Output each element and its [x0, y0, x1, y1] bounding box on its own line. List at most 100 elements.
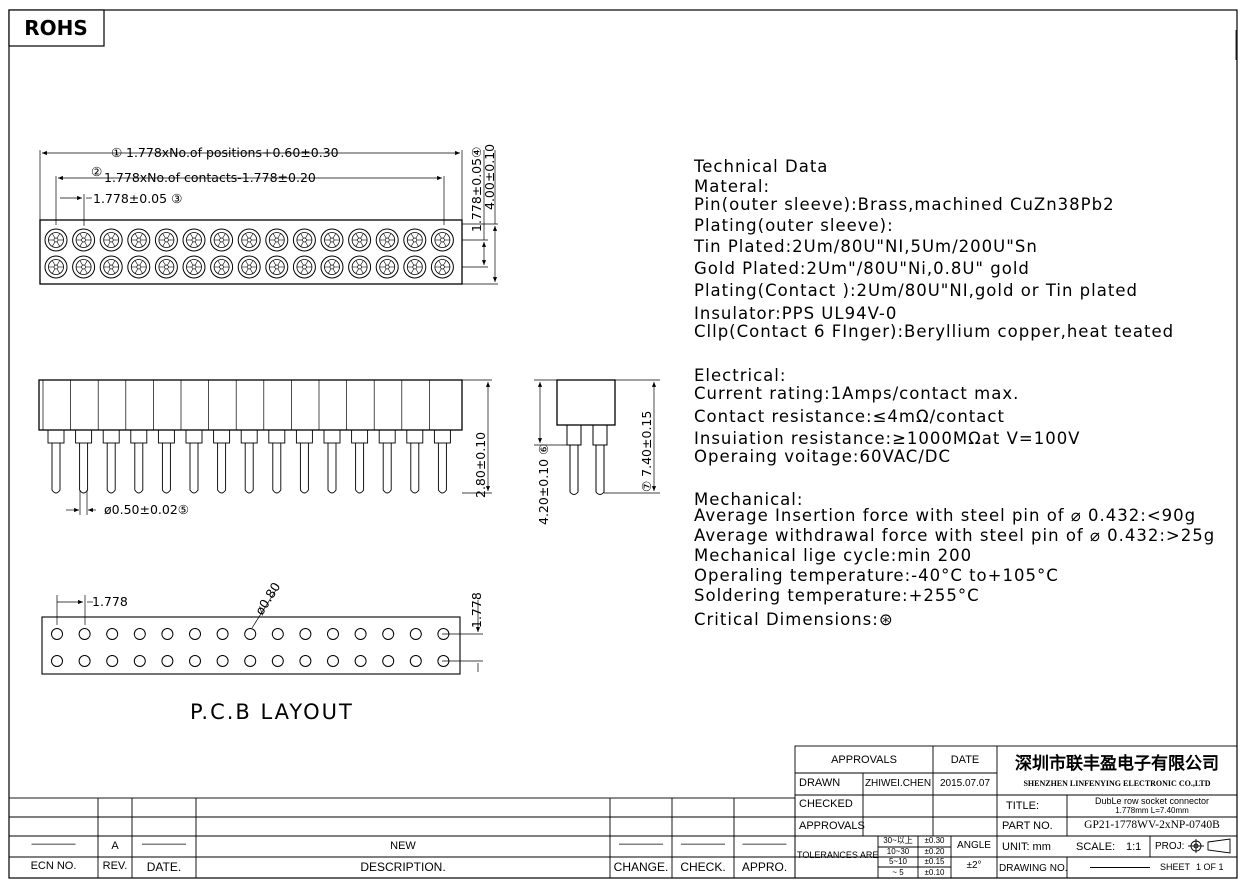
spec-technical-title: Technical Data: [694, 157, 829, 176]
tolerance-ranges: 30~以上 10~30 5~10 ~ 5: [878, 836, 918, 878]
pcb-row-pitch-label: 1.778: [469, 592, 484, 628]
socket-contact: [320, 255, 344, 279]
socket-contact: [430, 228, 454, 252]
drawing-title-line2: 1.778mm L=7.40mm: [1115, 806, 1189, 815]
side-pin: [153, 380, 175, 494]
proj-label: PROJ:: [1155, 841, 1185, 852]
pcb-hole: [106, 655, 119, 667]
side-pin: [429, 380, 451, 494]
rev-header-date: DATE.: [146, 860, 182, 874]
socket-contact: [99, 255, 123, 279]
spec-line: Plating(Contact ):2Um/80U"NI,gold or Tin…: [694, 281, 1138, 300]
socket-contact: [154, 255, 178, 279]
side-pin: [125, 380, 148, 494]
tolerances-label: TOLERANCES ARE: [797, 850, 879, 860]
rev-header-rev: REV.: [102, 860, 128, 872]
pcb-hole: [409, 655, 422, 667]
rev-row-check: ————: [681, 838, 725, 850]
top-view: [39, 150, 498, 285]
socket-contact: [99, 228, 123, 252]
pcb-hole: [299, 628, 312, 640]
spec-line: Cllp(Contact 6 FInger):Beryllium copper,…: [694, 322, 1175, 341]
rev-header-ecn: ECN NO.: [30, 860, 77, 872]
side-view-pins: [42, 380, 451, 494]
pcb-layout: [41, 589, 483, 675]
socket-contact: [348, 228, 372, 252]
pcb-hole: [78, 628, 91, 640]
pcb-hole: [133, 655, 146, 667]
tol-value: ±0.10: [924, 867, 945, 877]
socket-contact: [182, 255, 206, 279]
drawing-title-line1: DubLe row socket connector: [1094, 796, 1210, 806]
pcb-layout-label: P.C.B LAYOUT: [190, 700, 354, 724]
drawing-no-blank: [1090, 867, 1150, 868]
socket-contact: [72, 228, 96, 252]
company-name-en: SHENZHEN LINFENYING ELECTRONIC CO.,LTD: [1023, 779, 1211, 788]
pcb-hole: [327, 655, 339, 667]
socket-contact: [44, 255, 68, 279]
rev-header-change: CHANGE.: [613, 860, 669, 874]
drawn-date: 2015.07.07: [939, 778, 991, 789]
rev-row-appro: ————: [742, 838, 787, 850]
dim4-label: 1.778±0.05④: [469, 147, 484, 232]
rev-row-ecn: ————: [31, 838, 76, 850]
end-view: [534, 379, 660, 495]
pcb-hole: [354, 655, 367, 667]
side-pin: [97, 380, 120, 494]
approvals-header: APPROVALS: [831, 753, 897, 766]
pcb-hole: [189, 628, 201, 640]
side-pin-label: ø0.50±0.02⑤: [104, 502, 189, 517]
part-no-label: PART NO.: [1002, 820, 1053, 832]
rev-row-description: NEW: [390, 840, 416, 852]
side-pin: [291, 380, 313, 494]
pcb-hole: [161, 628, 174, 640]
side-view: [38, 379, 492, 515]
drawn-label: DRAWN: [799, 777, 841, 789]
drawn-by: ZHIWEI.CHEN: [864, 778, 932, 789]
rev-header-appro: APPRO.: [741, 860, 788, 874]
side-pin: [346, 380, 369, 494]
dim2-label: 1.778xNo.of contacts-1.778±0.20: [104, 170, 316, 185]
spec-line: Operaling temperature:-40°C to+105°C: [694, 566, 1059, 585]
tol-range: ~ 5: [892, 867, 904, 877]
dim2-marker: ②: [91, 164, 102, 179]
rev-header-description: DESCRIPTION.: [360, 860, 446, 874]
tol-value: ±0.20: [924, 846, 945, 856]
pcb-hole: [78, 655, 91, 667]
dim1-marker: ①: [111, 145, 122, 160]
socket-contact: [237, 255, 261, 279]
socket-contact: [403, 255, 427, 279]
side-pin: [263, 380, 286, 494]
socket-contact: [375, 228, 399, 252]
approvals-label: APPROVALS: [799, 820, 865, 832]
company-name-cn: 深圳市联丰盈电子有限公司: [1015, 754, 1219, 774]
socket-contact: [237, 228, 261, 252]
socket-contact: [182, 228, 206, 252]
pcb-hole: [216, 628, 229, 640]
dim5-label: 4.00±0.10: [482, 144, 497, 210]
spec-line: Soldering temperature:+255°C: [694, 586, 980, 605]
socket-contact: [292, 255, 316, 279]
pcb-hole: [161, 655, 174, 667]
spec-mechanical-title: Mechanical:: [694, 490, 804, 509]
checked-label: CHECKED: [799, 798, 853, 810]
socket-contact: [127, 228, 151, 252]
spec-line: Plating(outer sleeve):: [694, 216, 894, 235]
pcb-hole: [216, 655, 229, 667]
angle-label: ANGLE: [957, 840, 991, 851]
spec-line: Operaing voitage:60VAC/DC: [694, 447, 952, 466]
spec-line: Critical Dimensions:⊛: [694, 610, 894, 629]
rev-row-change: ————: [619, 838, 663, 850]
tol-range: 5~10: [888, 857, 908, 866]
pcb-hole: [133, 628, 146, 640]
end-right-label: ⑦ 7.40±0.15: [639, 411, 654, 492]
socket-contact: [44, 228, 68, 252]
spec-line: Average Insertion force with steel pin o…: [694, 506, 1197, 525]
title-label: TITLE:: [1006, 800, 1040, 812]
socket-contact: [348, 255, 372, 279]
socket-contact: [127, 255, 151, 279]
tol-value: ±0.30: [924, 836, 945, 845]
spec-line: Pin(outer sleeve):Brass,machined CuZn38P…: [694, 195, 1115, 214]
side-pin: [208, 380, 231, 494]
